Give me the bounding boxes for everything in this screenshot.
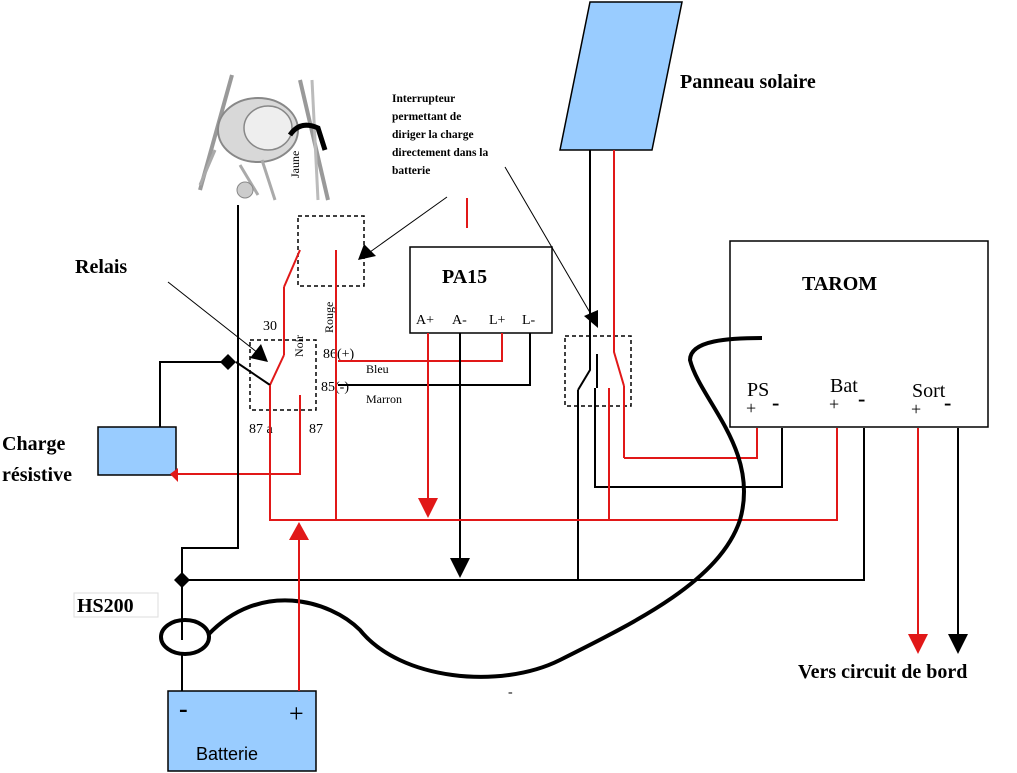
svg-text:directement dans la: directement dans la [392, 147, 489, 159]
pa15-terminal-lminus: L- [522, 313, 536, 328]
switch-box-top [297, 215, 365, 287]
pa15-terminal-lplus: L+ [489, 313, 506, 328]
tarom-bat: Bat [830, 375, 858, 397]
svg-text:diriger la charge: diriger la charge [392, 129, 474, 141]
pa15-box [409, 246, 553, 334]
jaune-label: Jaune [288, 151, 302, 178]
svg-text:-: - [858, 386, 865, 411]
current-sensor-icon [159, 618, 211, 656]
hs200-box [73, 592, 159, 618]
resistive-load-icon [97, 426, 177, 476]
sensor-cable [206, 336, 763, 679]
charge-label-1: Charge [2, 433, 65, 455]
junction-diamond [220, 354, 236, 370]
arrow-icon [250, 344, 268, 362]
svg-text:-: - [772, 390, 779, 415]
charge-label-2: résistive [2, 464, 72, 486]
battery-minus: - [179, 694, 188, 723]
relay-terminal-87a: 87 a [249, 422, 274, 437]
battery-label: Batterie [196, 744, 258, 764]
pa15-terminal-aplus: A+ [416, 313, 434, 328]
svg-text:+: + [746, 398, 756, 418]
svg-text:-: - [944, 390, 951, 415]
vers-circuit-label: Vers circuit de bord [798, 661, 967, 683]
svg-text:+: + [911, 399, 921, 419]
svg-text:batterie: batterie [392, 165, 430, 177]
relay-terminal-87: 87 [309, 422, 323, 437]
relay-box [249, 339, 317, 411]
svg-text:Interrupteur: Interrupteur [392, 93, 455, 105]
tarom-title: TAROM [802, 273, 877, 295]
tarom-sort: Sort [912, 380, 946, 402]
cable-dash: - [508, 685, 513, 700]
relais-label: Relais [75, 256, 127, 278]
arrow-icon [948, 634, 968, 654]
tarom-ps: PS [747, 379, 769, 401]
switch-box-right [564, 335, 632, 407]
bleu-label: Bleu [366, 362, 389, 376]
panneau-label: Panneau solaire [680, 71, 816, 93]
noir-label: Noir [292, 335, 306, 357]
wind-generator-icon [198, 74, 330, 201]
arrow-icon [450, 558, 470, 578]
tarom-box [729, 240, 989, 428]
arrow-icon [418, 498, 438, 518]
arrow-icon [289, 522, 309, 540]
pa15-terminal-aminus: A- [452, 313, 467, 328]
junction-diamond [174, 572, 190, 588]
rouge-label: Rouge [322, 302, 336, 333]
interrupteur-note: Interrupteur permettant de diriger la ch… [392, 93, 489, 177]
arrow-icon [908, 634, 928, 654]
battery-icon [167, 690, 317, 772]
svg-text:permettant de: permettant de [392, 111, 461, 123]
hs200-label: HS200 [77, 595, 134, 617]
battery-plus: + [289, 699, 304, 728]
relay-terminal-86: 86(+) [323, 347, 355, 362]
arrow-icon [358, 244, 376, 260]
solar-panel-icon [559, 1, 683, 151]
svg-text:+: + [829, 394, 839, 414]
marron-label: Marron [366, 392, 402, 406]
pa15-title: PA15 [442, 266, 487, 288]
relay-terminal-30: 30 [263, 319, 277, 334]
